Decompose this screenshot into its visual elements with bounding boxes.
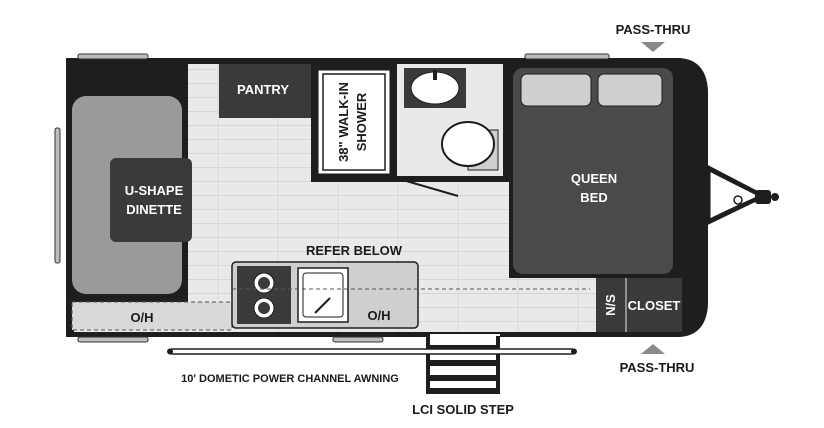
oh-kitchen-label: O/H [367,308,390,323]
pantry: PANTRY [219,64,311,118]
hitch [705,163,779,226]
u-shape-dinette: U-SHAPE DINETTE [72,64,192,304]
overhead-cabinet-left: O/H [71,301,233,331]
nightstand-closet: N/S CLOSET [596,278,682,332]
step-label: LCI SOLID STEP [412,402,514,417]
kitchen: REFER BELOW O/H [231,243,590,329]
arrow-up-icon [641,344,665,354]
bed-label-line1: QUEEN [571,171,617,186]
pass-thru-top: PASS-THRU [616,22,691,52]
bed-label-line2: BED [580,190,607,205]
bathroom [311,64,509,197]
closet-label: CLOSET [628,298,681,313]
shower-label-line1: 38" WALK-IN [336,82,351,162]
entry-step: LCI SOLID STEP [412,334,514,417]
ns-label: N/S [603,294,618,316]
pass-thru-bottom-label: PASS-THRU [620,360,695,375]
queen-bed: QUEEN BED [509,64,677,278]
arrow-down-icon [641,42,665,52]
pass-thru-top-label: PASS-THRU [616,22,691,37]
awning-label: 10' DOMETIC POWER CHANNEL AWNING [181,373,399,385]
pass-thru-bottom: PASS-THRU [620,344,695,375]
dinette-label-line1: U-SHAPE [125,183,184,198]
refer-below-label: REFER BELOW [306,243,403,258]
walk-in-shower: 38" WALK-IN SHOWER [311,64,397,182]
oh-left-label: O/H [130,310,153,325]
dinette-label-line2: DINETTE [126,202,182,217]
pantry-label: PANTRY [237,82,289,97]
wall-windows [54,53,610,343]
awning: 10' DOMETIC POWER CHANNEL AWNING [167,348,577,385]
shower-label-line2: SHOWER [354,92,369,151]
